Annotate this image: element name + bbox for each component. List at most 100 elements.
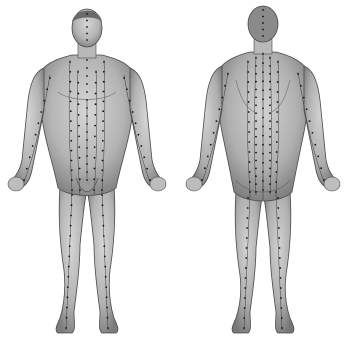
acupoint-dot — [262, 117, 264, 119]
acupoint-dot — [204, 167, 206, 169]
acupoint-dot — [275, 191, 277, 193]
acupoint-dot — [269, 168, 271, 170]
acupoint-dot — [246, 237, 248, 239]
acupoint-dot — [269, 65, 271, 67]
acupoint-dot — [281, 327, 283, 329]
acupoint-dot — [255, 160, 257, 162]
acupoint-dot — [276, 111, 278, 113]
back-right-arm — [304, 66, 337, 189]
acupoint-dot — [86, 83, 88, 85]
acupoint-dot — [132, 111, 134, 113]
acupoint-dot — [269, 191, 271, 193]
acupoint-dot — [262, 180, 264, 182]
acupoint-dot — [255, 112, 257, 114]
acupoint-dot — [101, 189, 103, 191]
acupoint-dot — [255, 81, 257, 83]
acupoint-dot — [269, 97, 271, 99]
acupoint-dot — [69, 61, 71, 63]
acupoint-dot — [103, 71, 105, 73]
acupoint-dot — [262, 171, 264, 173]
acupoint-dot — [281, 317, 283, 319]
acupoint-dot — [126, 88, 128, 90]
acupoint-dot — [210, 144, 212, 146]
acupoint-dot — [67, 286, 69, 288]
acupoint-dot — [243, 327, 245, 329]
acupoint-dot — [248, 91, 250, 93]
acupoint-dot — [79, 178, 81, 180]
acupoint-dot — [107, 327, 109, 329]
acupoint-dot — [262, 35, 264, 37]
acupoint-dot — [93, 189, 95, 191]
acupoint-dot — [255, 152, 257, 154]
acupoint-dot — [320, 167, 322, 169]
acupoint-dot — [70, 91, 72, 93]
acupoint-dot — [277, 81, 279, 83]
acupoint-dot — [262, 153, 264, 155]
acupoint-dot — [247, 207, 249, 209]
acupoint-dot — [262, 108, 264, 110]
acupoint-dot — [79, 189, 81, 191]
acupoint-dot — [103, 245, 105, 247]
acupoint-dot — [248, 131, 250, 133]
acupoint-dot — [94, 125, 96, 127]
acupoint-dot — [86, 139, 88, 141]
acupoint-dot — [70, 120, 72, 122]
acupoint-dot — [40, 111, 42, 113]
acupoint-dot — [71, 169, 73, 171]
acupoint-dot — [262, 144, 264, 146]
acupoint-dot — [65, 327, 67, 329]
acupoint-dot — [77, 71, 79, 73]
acupoint-dot — [66, 317, 68, 319]
acupoint-dot — [255, 128, 257, 130]
acupoint-dot — [86, 91, 88, 93]
acupoint-dot — [255, 104, 257, 106]
acupoint-dot — [277, 91, 279, 93]
acupoint-dot — [86, 171, 88, 173]
acupoint-dot — [78, 146, 80, 148]
acupoint-dot — [70, 110, 72, 112]
acupoint-dot — [38, 122, 40, 124]
acupoint-dot — [277, 207, 279, 209]
acupoint-dot — [68, 266, 70, 268]
acupoint-dot — [207, 156, 209, 158]
acupoint-dot — [67, 296, 69, 298]
acupoint-dot — [103, 61, 105, 63]
acupoint-dot — [262, 22, 264, 24]
acupoint-dot — [86, 163, 88, 165]
acupoint-dot — [46, 88, 48, 90]
acupoint-dot — [32, 145, 34, 147]
acupoint-dot — [86, 59, 88, 61]
acupoint-dot — [244, 297, 246, 299]
acupoint-dot — [86, 75, 88, 77]
acupoint-dot — [106, 296, 108, 298]
acupoint-dot — [29, 156, 31, 158]
acupoint-dot — [276, 131, 278, 133]
acupoint-dot — [269, 104, 271, 106]
acupoint-dot — [103, 235, 105, 237]
acupoint-dot — [278, 227, 280, 229]
acupoint-dot — [216, 120, 218, 122]
acupoint-dot — [86, 155, 88, 157]
acupoint-dot — [276, 161, 278, 163]
acupoint-dot — [71, 194, 73, 196]
acupoint-dot — [262, 162, 264, 164]
acupoint-dot — [95, 103, 97, 105]
acupoint-dot — [244, 307, 246, 309]
acupoint-dot — [69, 71, 71, 73]
acupoint-dot — [70, 130, 72, 132]
acupoint-dot — [255, 191, 257, 193]
acupoint-dot — [101, 179, 103, 181]
acupoint-dot — [221, 97, 223, 99]
acupoint-dot — [224, 85, 226, 87]
acupoint-dot — [280, 277, 282, 279]
acupoint-dot — [269, 57, 271, 59]
acupoint-dot — [276, 121, 278, 123]
acupoint-dot — [312, 132, 314, 134]
acupoint-dot — [101, 194, 103, 196]
acupoint-dot — [255, 183, 257, 185]
acupoint-dot — [103, 81, 105, 83]
acupoint-dot — [269, 89, 271, 91]
acupoint-dot — [279, 257, 281, 259]
acupoint-dot — [317, 156, 319, 158]
